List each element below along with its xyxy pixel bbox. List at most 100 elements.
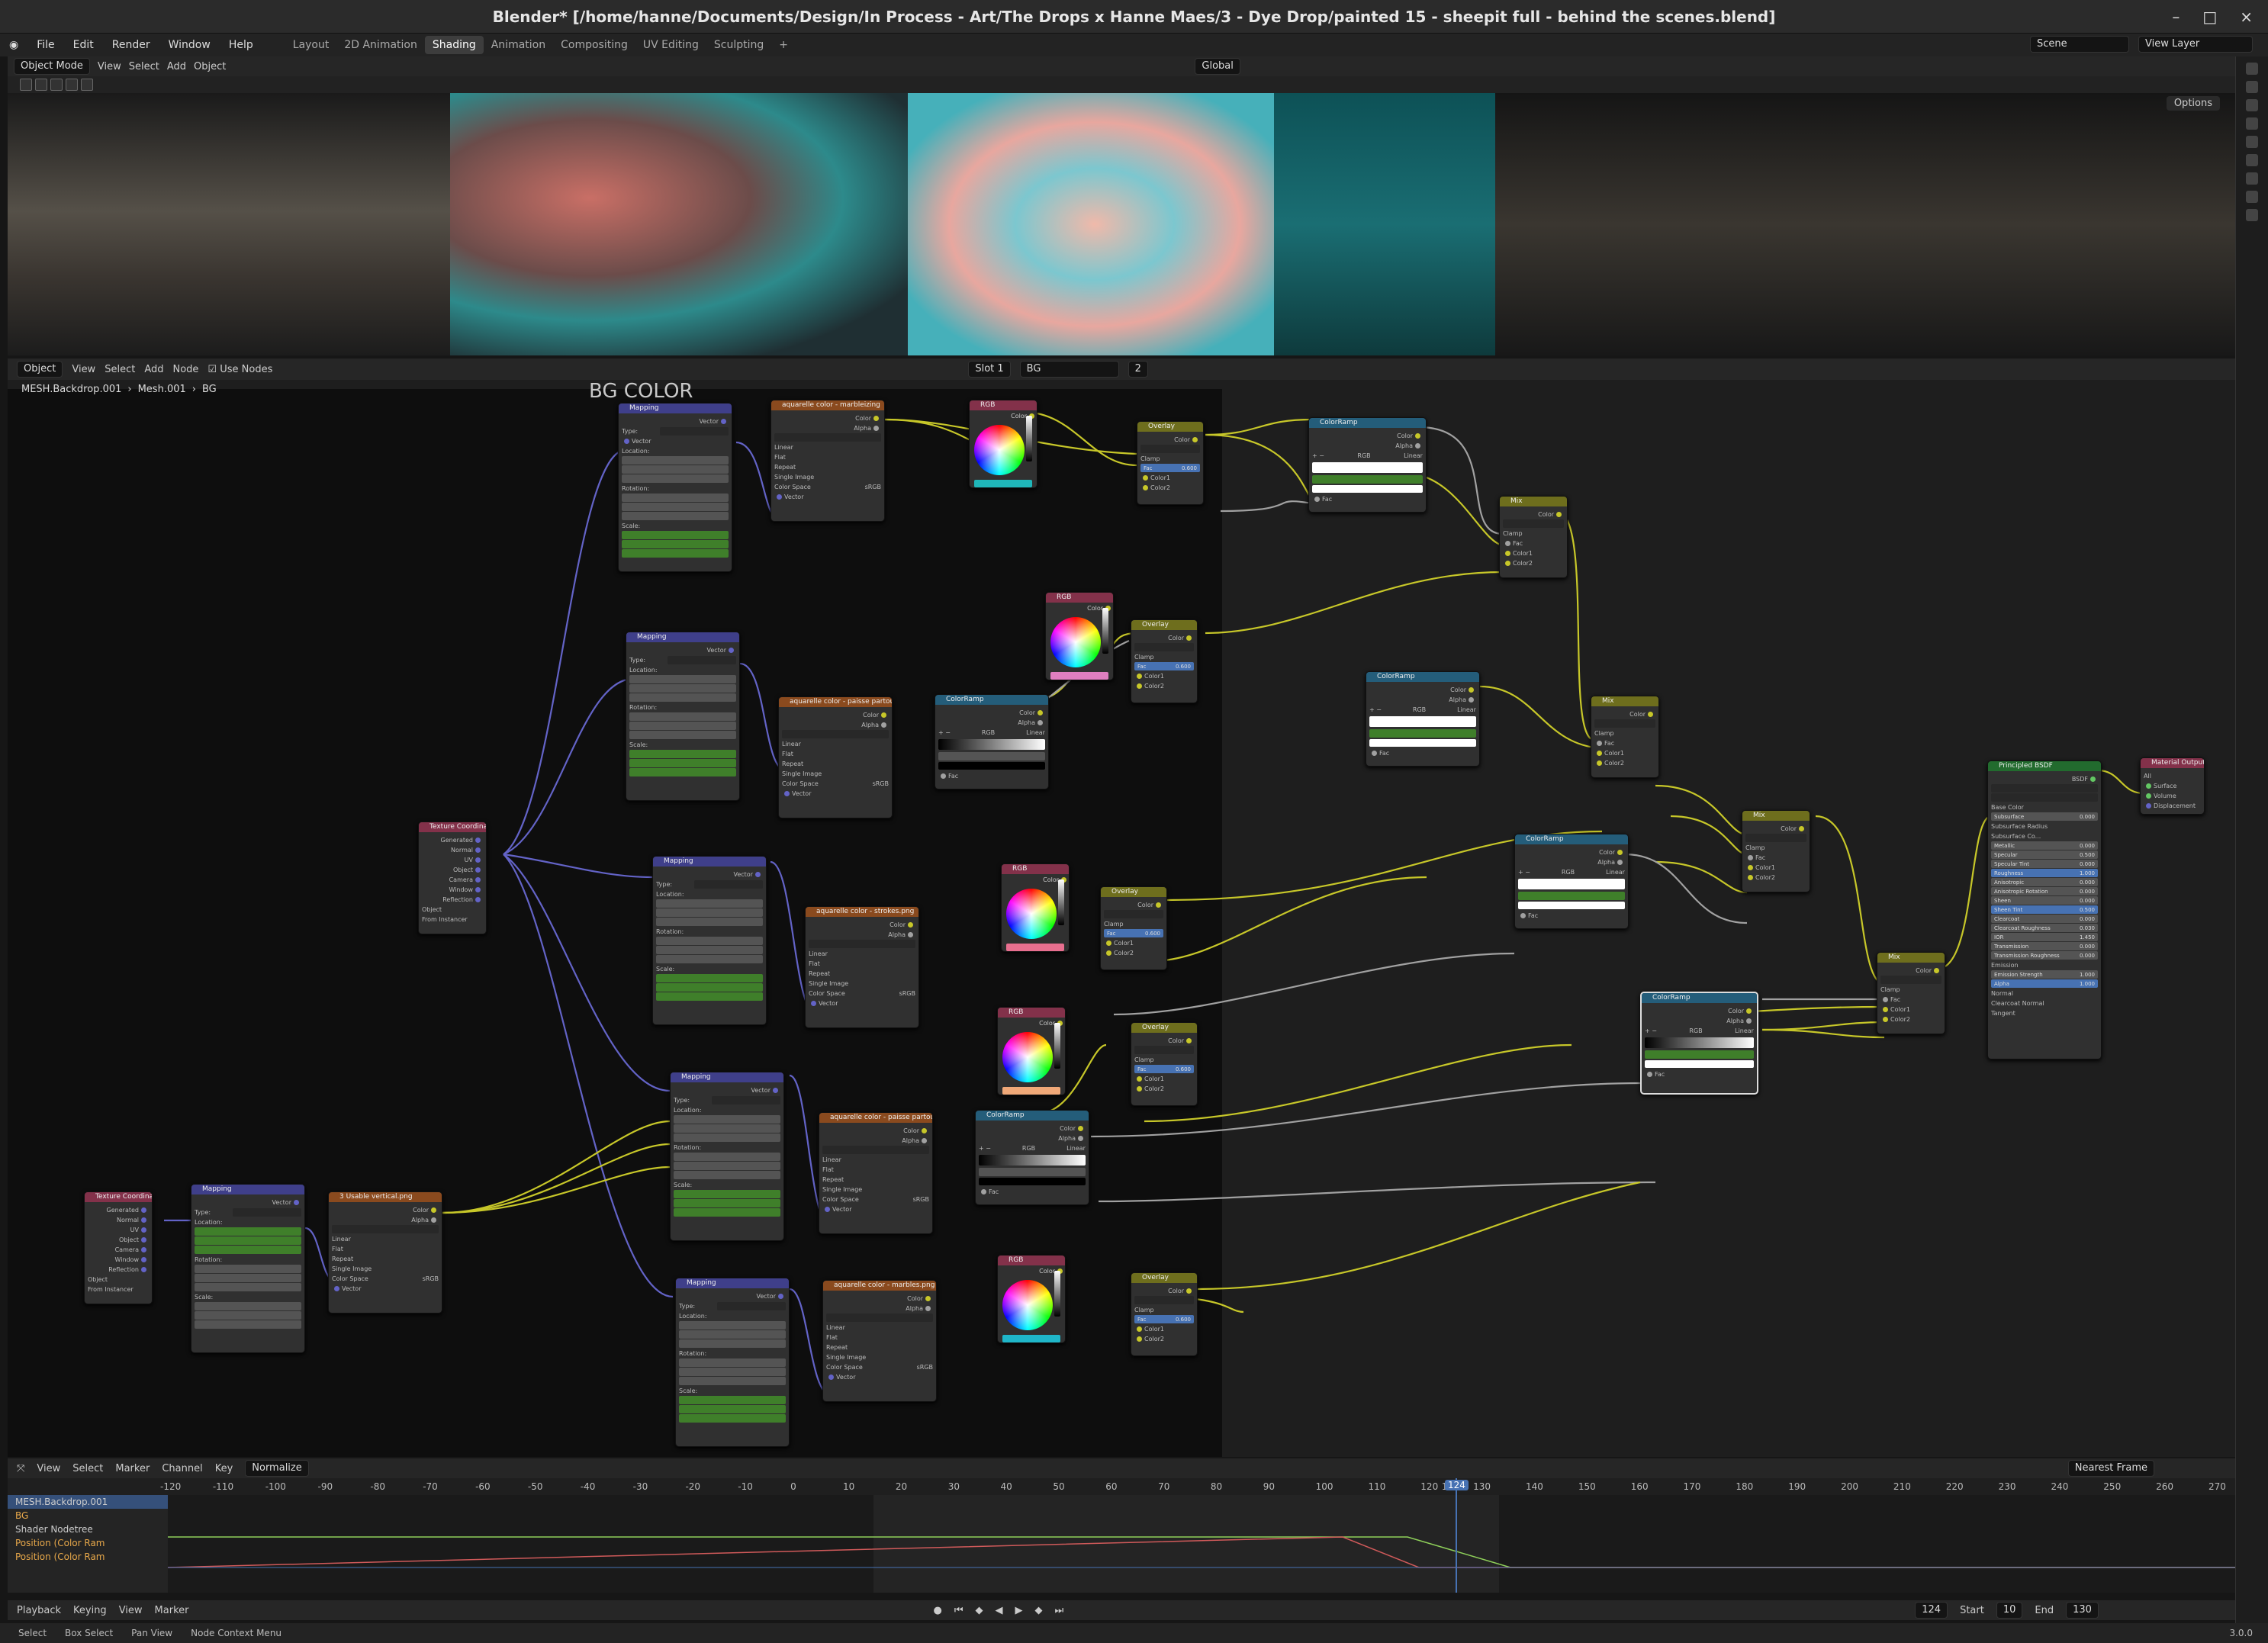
dropdown-label[interactable]: Flat xyxy=(826,1333,838,1341)
mapping-node[interactable]: Mapping Vector Type: Vector Location: Ro… xyxy=(618,403,732,572)
value-field[interactable] xyxy=(629,684,736,693)
select-extend-icon[interactable] xyxy=(50,79,63,91)
dropdown-label[interactable]: Repeat xyxy=(332,1255,354,1262)
value-field[interactable] xyxy=(679,1330,786,1339)
channel-fcurve[interactable]: Position (Color Ram xyxy=(15,1551,105,1562)
value-field[interactable] xyxy=(674,1124,780,1133)
dropdown-label[interactable]: Flat xyxy=(774,453,786,461)
channel-material[interactable]: BG xyxy=(15,1510,29,1521)
material-output-node[interactable]: Material Output All Surface Volume Displ… xyxy=(2140,757,2205,815)
select-subtract-icon[interactable] xyxy=(66,79,78,91)
node-menu-add[interactable]: Add xyxy=(144,363,164,375)
mix-node[interactable]: Mix Color Clamp Fac Color1 Color2 xyxy=(1499,496,1568,578)
node-object-dropdown[interactable]: Object xyxy=(17,361,63,378)
object-mode-dropdown[interactable]: Object Mode xyxy=(14,58,90,75)
value-field[interactable] xyxy=(195,1283,301,1291)
tab-2d-animation[interactable]: 2D Animation xyxy=(344,39,417,51)
select-mode-icon[interactable] xyxy=(35,79,47,91)
value-field[interactable] xyxy=(674,1199,780,1207)
viewport-menu-select[interactable]: Select xyxy=(128,60,159,72)
value-field[interactable] xyxy=(679,1368,786,1376)
world-icon[interactable] xyxy=(2246,154,2258,166)
image-selector[interactable] xyxy=(822,1146,929,1154)
color-wheel[interactable] xyxy=(1006,889,1057,939)
color-ramp-widget[interactable] xyxy=(1312,462,1423,473)
material-users[interactable]: 2 xyxy=(1128,361,1148,378)
value-slider[interactable] xyxy=(1054,1023,1060,1069)
view-layer-icon[interactable] xyxy=(2246,117,2258,130)
normalize-toggle[interactable]: Normalize xyxy=(245,1460,309,1477)
image-selector[interactable] xyxy=(774,433,881,442)
keying-menu[interactable]: Keying xyxy=(73,1604,107,1616)
value-field[interactable] xyxy=(622,531,729,539)
color-swatch[interactable] xyxy=(974,480,1032,487)
value-slider[interactable] xyxy=(1102,608,1108,654)
channel-object[interactable]: MESH.Backdrop.001 xyxy=(8,1495,168,1509)
value-field[interactable] xyxy=(656,899,763,908)
minimize-button[interactable]: – xyxy=(2172,8,2180,26)
dropdown-label[interactable]: Single Image xyxy=(809,979,849,987)
color-ramp-widget[interactable] xyxy=(979,1155,1086,1166)
current-frame-field[interactable]: 124 xyxy=(1915,1602,1948,1619)
type-dropdown[interactable] xyxy=(694,879,763,889)
image-texture-node[interactable]: aquarelle color - marbles.png Color Alph… xyxy=(822,1280,937,1402)
clamp-checkbox[interactable]: Clamp xyxy=(1134,1056,1154,1063)
options-dropdown[interactable]: Options xyxy=(2166,96,2220,111)
dropdown-label[interactable]: Linear xyxy=(332,1235,351,1243)
image-texture-node[interactable]: aquarelle color - marbleizing Color Alph… xyxy=(770,400,885,522)
blender-logo-icon[interactable]: ◉ xyxy=(9,39,19,51)
value-field[interactable] xyxy=(679,1358,786,1367)
node-menu-select[interactable]: Select xyxy=(105,363,136,375)
view-layer-field[interactable]: View Layer xyxy=(2138,36,2253,53)
clamp-checkbox[interactable]: Clamp xyxy=(1134,1306,1154,1313)
color-wheel[interactable] xyxy=(1050,617,1101,667)
value-field[interactable] xyxy=(622,503,729,511)
value-field[interactable] xyxy=(679,1414,786,1423)
dropdown-label[interactable]: Linear xyxy=(782,740,801,748)
value-field[interactable] xyxy=(629,722,736,730)
stop-color[interactable] xyxy=(938,762,1045,770)
image-selector[interactable] xyxy=(332,1225,439,1233)
color-ramp-widget[interactable] xyxy=(1369,716,1476,727)
record-icon[interactable]: ● xyxy=(933,1604,942,1616)
colorspace-dropdown[interactable]: sRGB xyxy=(899,989,915,997)
select-tool-icon[interactable] xyxy=(20,79,32,91)
colorspace-dropdown[interactable]: sRGB xyxy=(864,483,881,490)
interpolation-dropdown[interactable]: Linear xyxy=(1026,728,1045,736)
blend-dropdown[interactable] xyxy=(1745,834,1806,842)
value-slider[interactable] xyxy=(1026,416,1032,461)
tab-sculpting[interactable]: Sculpting xyxy=(713,39,764,51)
mapping-node[interactable]: Mapping Vector Type: Location: Rotation:… xyxy=(652,856,767,1025)
close-button[interactable]: × xyxy=(2240,8,2253,26)
value-field[interactable] xyxy=(622,549,729,558)
blend-dropdown[interactable] xyxy=(1104,910,1163,918)
end-field[interactable]: 130 xyxy=(2066,1602,2099,1619)
playback-menu[interactable]: Playback xyxy=(17,1604,62,1616)
color-mode-dropdown[interactable]: RGB xyxy=(1561,868,1575,876)
principled-input[interactable]: Normal xyxy=(1991,989,2098,998)
pos-field[interactable] xyxy=(1312,475,1423,484)
mix-node[interactable]: Mix Color Clamp Fac Color1 Color2 xyxy=(1877,952,1945,1034)
clamp-checkbox[interactable]: Clamp xyxy=(1745,844,1765,851)
color-swatch[interactable] xyxy=(1002,1087,1060,1095)
type-dropdown[interactable] xyxy=(668,655,736,664)
render-icon[interactable] xyxy=(2246,81,2258,93)
value-field[interactable] xyxy=(656,974,763,982)
menu-help[interactable]: Help xyxy=(228,39,253,51)
color-ramp-widget[interactable] xyxy=(938,739,1045,750)
add-workspace-button[interactable]: + xyxy=(779,39,789,51)
blend-dropdown[interactable] xyxy=(1134,1296,1194,1304)
principled-input[interactable]: Tangent xyxy=(1991,1008,2098,1018)
distribution-dropdown[interactable] xyxy=(1991,784,2098,793)
